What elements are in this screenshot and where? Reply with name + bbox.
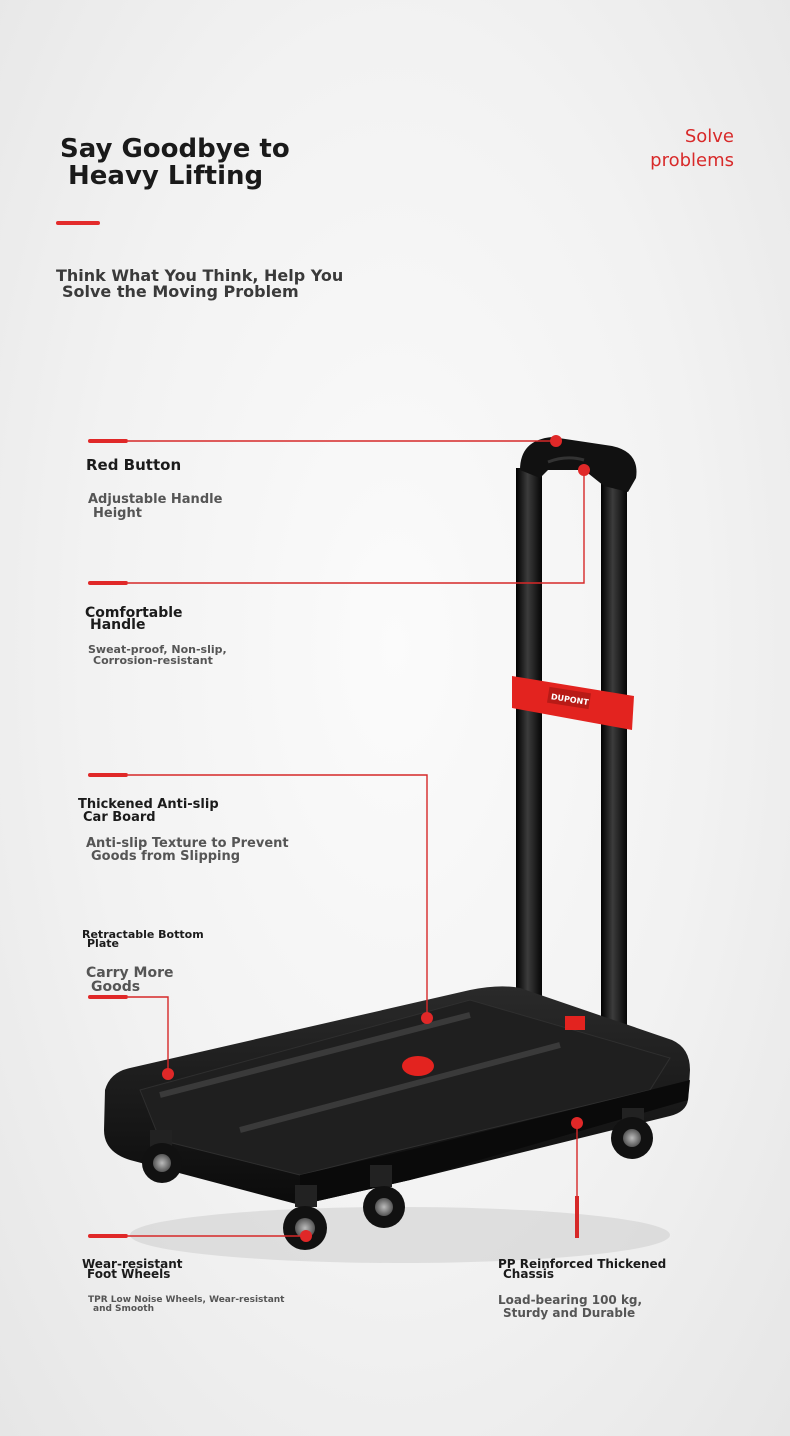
feature-chassis-title-line-1: PP Reinforced Thickened <box>498 1257 667 1271</box>
deck-front-face <box>300 1080 690 1205</box>
feature-red-button-desc-line-2: Height <box>93 506 142 521</box>
feature-marker-wheels <box>88 1234 128 1238</box>
page-title-line-1: Say Goodbye to <box>60 134 290 164</box>
feature-board-desc-line-1: Anti-slip Texture to Prevent <box>86 836 289 851</box>
feature-plate-desc-line-1: Carry More <box>86 965 174 981</box>
feature-plate-desc-line-2: Goods <box>91 979 141 995</box>
callout-lines <box>128 440 585 1237</box>
feature-board-desc: Anti-slip Texture to Prevent Goods from … <box>86 837 289 863</box>
subtitle-line-1: Think What You Think, Help You <box>56 266 344 285</box>
feature-red-button-desc: Adjustable Handle Height <box>88 493 222 521</box>
callout-line-plate <box>128 996 169 1074</box>
feature-marker-plate <box>88 995 128 999</box>
feature-plate-desc: Carry More Goods <box>86 966 173 994</box>
feature-handle-title-line-1: Comfortable <box>85 605 183 621</box>
feature-handle-title: Comfortable Handle <box>85 605 183 633</box>
feature-chassis-title: PP Reinforced Thickened Chassis <box>498 1257 667 1281</box>
tagline-line-2: problems <box>650 150 734 171</box>
feature-plate-title-line-2: Plate <box>87 937 119 950</box>
hotspot-handle <box>578 464 590 476</box>
feature-wheels-title: Wear-resistant Foot Wheels <box>82 1257 183 1281</box>
feature-red-button-title: Red Button <box>86 457 181 474</box>
feature-chassis-title-line-2: Chassis <box>503 1267 554 1281</box>
deck-rail-right <box>239 1042 561 1133</box>
feature-marker-red-button <box>88 439 128 443</box>
wheel-rear-right <box>611 1108 653 1159</box>
feature-wheels-desc-line-1: TPR Low Noise Wheels, Wear-resistant <box>88 1295 285 1305</box>
bracket-label-plate <box>547 686 591 710</box>
subtitle: Think What You Think, Help You Solve the… <box>56 268 456 300</box>
hotspot-board <box>421 1012 433 1024</box>
page-title: Say Goodbye to Heavy Lifting <box>60 136 400 190</box>
deck-red-button <box>402 1056 434 1076</box>
feature-board-title: Thickened Anti-slip Car Board <box>78 798 219 824</box>
subtitle-line-2: Solve the Moving Problem <box>62 282 299 301</box>
callout-line-handle <box>128 470 585 584</box>
feature-handle-desc-line-1: Sweat-proof, Non-slip, <box>88 643 227 656</box>
handle-grip-ridges <box>547 456 585 464</box>
feature-plate-title-line-1: Retractable Bottom <box>82 928 204 941</box>
feature-chassis-desc-line-2: Sturdy and Durable <box>503 1306 636 1320</box>
feature-wheels-title-line-1: Wear-resistant <box>82 1257 183 1271</box>
chassis-callout-bar <box>575 1196 579 1238</box>
page-title-line-2: Heavy Lifting <box>68 161 264 191</box>
feature-marker-board <box>88 773 128 777</box>
feature-board-desc-line-2: Goods from Slipping <box>91 849 241 864</box>
handle-grip <box>520 437 637 492</box>
hotspot-wheels <box>300 1230 312 1242</box>
feature-wheels-desc: TPR Low Noise Wheels, Wear-resistant and… <box>88 1296 284 1314</box>
feature-marker-handle <box>88 581 128 585</box>
feature-chassis-desc: Load-bearing 100 kg, Sturdy and Durable <box>498 1294 642 1320</box>
callout-line-board <box>128 774 428 1018</box>
wheel-mid <box>363 1165 405 1228</box>
feature-red-button-title-text: Red Button <box>86 456 182 474</box>
feature-handle-desc: Sweat-proof, Non-slip, Corrosion-resista… <box>88 644 227 666</box>
floor-shadow <box>130 1207 670 1263</box>
feature-handle-desc-line-2: Corrosion-resistant <box>93 654 213 667</box>
feature-red-button-desc-line-1: Adjustable Handle <box>88 492 223 507</box>
wheel-front-left <box>142 1130 182 1183</box>
tagline-line-1: Solve <box>684 126 734 147</box>
deck-red-latch <box>565 1016 585 1030</box>
feature-wheels-desc-line-2: and Smooth <box>93 1304 154 1314</box>
feature-handle-title-line-2: Handle <box>90 617 146 633</box>
right-pole <box>601 482 627 1027</box>
hotspots <box>162 435 590 1242</box>
tagline: Solve problems <box>650 125 734 173</box>
title-accent-bar <box>56 221 100 225</box>
hotspot-red-button <box>550 435 562 447</box>
left-pole <box>516 468 542 1013</box>
feature-chassis-desc-line-1: Load-bearing 100 kg, <box>498 1293 643 1307</box>
feature-plate-title: Retractable Bottom Plate <box>82 928 204 950</box>
feature-wheels-title-line-2: Foot Wheels <box>87 1267 171 1281</box>
hotspot-plate <box>162 1068 174 1080</box>
feature-board-title-line-1: Thickened Anti-slip <box>78 797 219 812</box>
deck-rail-left <box>159 1012 471 1098</box>
hotspot-chassis <box>571 1117 583 1129</box>
feature-board-title-line-2: Car Board <box>83 810 156 825</box>
